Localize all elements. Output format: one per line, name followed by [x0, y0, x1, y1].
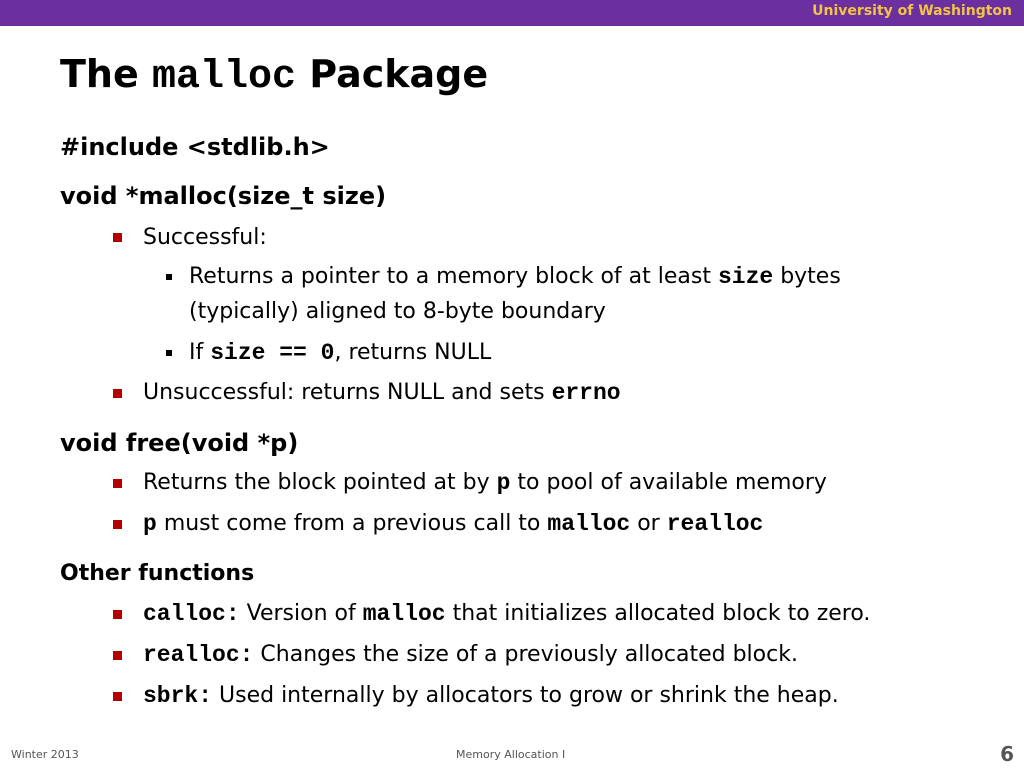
- bullet-icon: [113, 520, 122, 529]
- footer-topic: Memory Allocation I: [456, 748, 566, 761]
- free-must-text-b: or: [637, 511, 660, 536]
- footer-term: Winter 2013: [11, 748, 79, 761]
- header-bar: University of Washington: [0, 0, 1024, 26]
- title-suffix: Package: [309, 52, 489, 96]
- returns-text-b: bytes: [780, 264, 841, 289]
- if-text-b: , returns NULL: [334, 340, 492, 365]
- bullet-icon: [113, 479, 122, 488]
- free-must-code-realloc: realloc: [666, 511, 764, 537]
- calloc-line: calloc: Version of malloc that initializ…: [143, 601, 870, 627]
- free-returns-text-a: Returns the block pointed at by: [143, 470, 490, 495]
- bullet-icon: [113, 651, 122, 660]
- page-number: 6: [1000, 742, 1014, 766]
- other-functions-heading: Other functions: [60, 561, 255, 586]
- bullet-icon: [113, 692, 122, 701]
- calloc-code: calloc:: [143, 601, 240, 627]
- sbrk-text: Used internally by allocators to grow or…: [219, 683, 839, 708]
- if-text-a: If: [189, 340, 204, 365]
- malloc-signature: void *malloc(size_t size): [60, 182, 387, 210]
- bullet-icon: [113, 610, 122, 619]
- returns-line: Returns a pointer to a memory block of a…: [189, 264, 841, 290]
- university-label: University of Washington: [812, 3, 1012, 19]
- free-must-code: p: [143, 511, 157, 537]
- unsuccessful-code: errno: [551, 380, 621, 406]
- free-signature: void free(void *p): [60, 429, 299, 457]
- calloc-text-a: Version of: [246, 601, 356, 626]
- realloc-code: realloc:: [143, 642, 254, 668]
- title-prefix: The: [60, 52, 139, 96]
- free-must-code-malloc: malloc: [547, 511, 631, 537]
- calloc-code-malloc: malloc: [362, 601, 446, 627]
- free-must-line: p must come from a previous call to mall…: [143, 511, 763, 537]
- sub-bullet-icon: [166, 274, 172, 280]
- bullet-icon: [113, 389, 122, 398]
- free-returns-line: Returns the block pointed at by p to poo…: [143, 470, 827, 496]
- if-code: size == 0: [210, 340, 335, 366]
- returns-code: size: [717, 264, 774, 290]
- calloc-text-b: that initializes allocated block to zero…: [452, 601, 871, 626]
- successful-label: Successful:: [143, 225, 267, 250]
- free-returns-text-b: to pool of available memory: [517, 470, 827, 495]
- if-line: If size == 0, returns NULL: [189, 340, 491, 366]
- returns-text-a: Returns a pointer to a memory block of a…: [189, 264, 711, 289]
- include-line: #include <stdlib.h>: [60, 133, 330, 161]
- sub-bullet-icon: [166, 350, 172, 356]
- sbrk-line: sbrk: Used internally by allocators to g…: [143, 683, 839, 709]
- bullet-icon: [113, 233, 122, 242]
- free-must-text-a: must come from a previous call to: [163, 511, 541, 536]
- returns-line-2: (typically) aligned to 8-byte boundary: [189, 299, 606, 324]
- sbrk-code: sbrk:: [143, 683, 213, 709]
- realloc-text: Changes the size of a previously allocat…: [260, 642, 798, 667]
- realloc-line: realloc: Changes the size of a previousl…: [143, 642, 798, 668]
- slide-title: The malloc Package: [60, 52, 488, 100]
- unsuccessful-text: Unsuccessful: returns NULL and sets: [143, 380, 545, 405]
- unsuccessful-line: Unsuccessful: returns NULL and sets errn…: [143, 380, 621, 406]
- title-code: malloc: [151, 55, 297, 100]
- free-returns-code: p: [496, 470, 511, 496]
